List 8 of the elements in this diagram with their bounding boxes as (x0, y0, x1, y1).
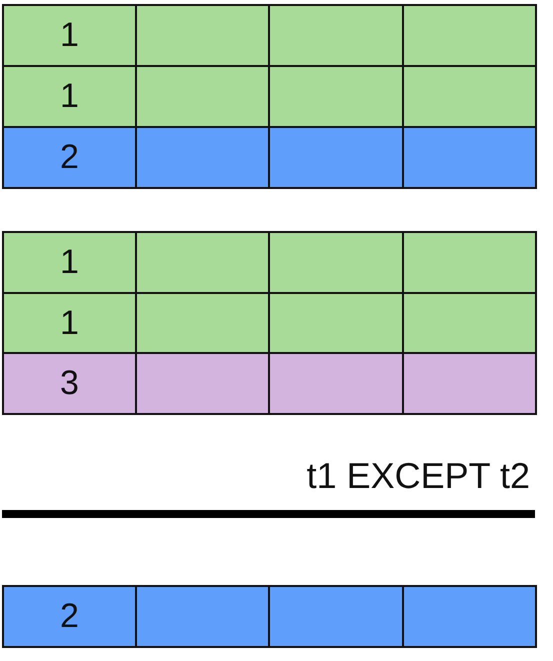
table-cell: 3 (2, 352, 137, 415)
table-cell: 1 (2, 231, 137, 294)
table-cell: 1 (2, 65, 137, 128)
table-cell: 2 (2, 585, 137, 648)
table-cell: 1 (2, 292, 137, 355)
table-cell: 2 (2, 126, 137, 189)
operation-label: t1 EXCEPT t2 (306, 455, 530, 497)
table-cell: 1 (2, 4, 137, 67)
